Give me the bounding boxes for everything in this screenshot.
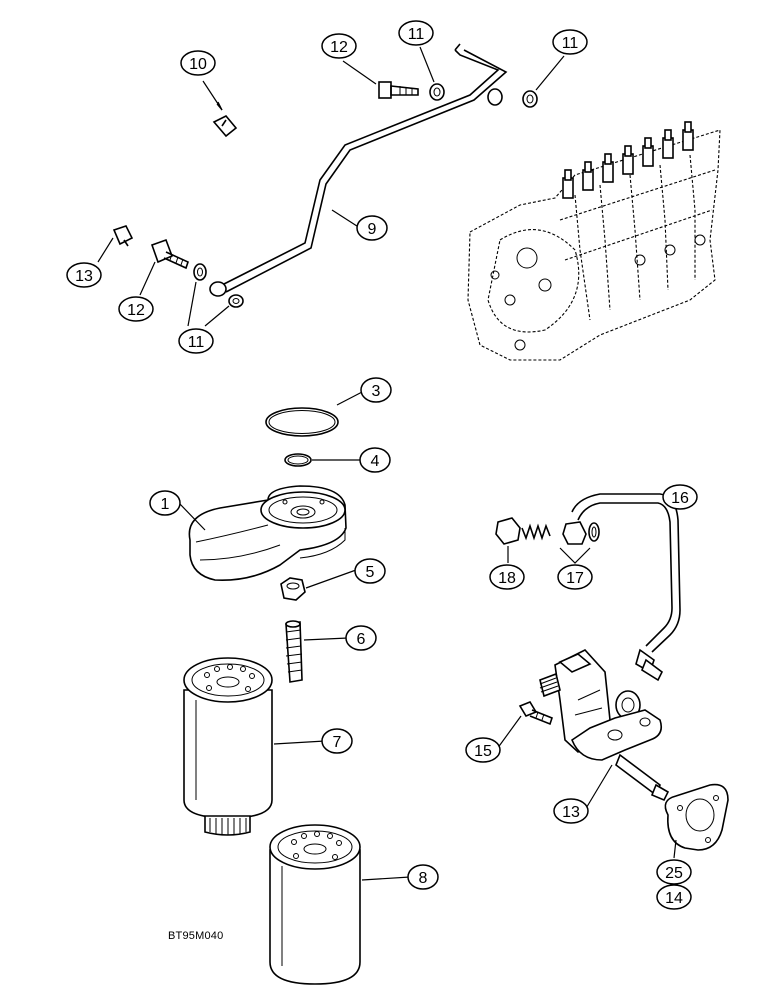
callout-25-label: 25	[665, 865, 683, 882]
callout-11-lower: 11	[178, 328, 214, 354]
callout-12-top: 12	[321, 33, 357, 59]
nut-5	[280, 577, 306, 601]
callout-10-label: 10	[189, 56, 207, 73]
o-ring-4	[284, 453, 312, 467]
callout-13-top: 13	[66, 262, 102, 288]
plug-18	[495, 517, 521, 545]
callout-13-lower-label: 13	[562, 804, 580, 821]
callout-9: 9	[356, 215, 388, 241]
callout-8-label: 8	[419, 870, 428, 887]
transfer-pump-13	[539, 649, 670, 802]
o-ring-3	[265, 407, 339, 437]
callout-12-lower: 12	[118, 296, 154, 322]
callout-11-top-right: 11	[552, 29, 588, 55]
banjo-bolt-12-lower	[150, 238, 189, 270]
washer-11-lower-lower	[228, 294, 244, 308]
callout-12-top-label: 12	[330, 39, 348, 56]
callout-18-label: 18	[498, 570, 516, 587]
callout-5-label: 5	[366, 564, 375, 581]
callout-3: 3	[360, 377, 392, 403]
callout-4-label: 4	[371, 453, 380, 470]
washer-11-top-left	[429, 83, 445, 101]
callout-9-label: 9	[368, 221, 377, 238]
callout-17: 17	[557, 564, 593, 590]
callout-18: 18	[489, 564, 525, 590]
fuel-injection-pump	[467, 121, 721, 361]
callout-10: 10	[180, 50, 216, 76]
callout-7: 7	[321, 728, 353, 754]
callout-6: 6	[345, 625, 377, 651]
valve-17	[562, 521, 600, 545]
callout-1: 1	[149, 490, 181, 516]
leader-lines	[97, 46, 681, 881]
callout-3-label: 3	[372, 383, 381, 400]
fitting-13	[112, 225, 134, 247]
callout-5: 5	[354, 558, 386, 584]
callout-8: 8	[407, 864, 439, 890]
gasket-25	[664, 783, 729, 851]
callout-14: 14	[656, 884, 692, 910]
fuel-line-9	[209, 43, 508, 297]
fuel-filter-7	[183, 657, 273, 836]
fuel-filter-8	[269, 824, 361, 985]
bolt-15	[518, 701, 553, 726]
callout-14-label: 14	[665, 890, 683, 907]
callout-16-label: 16	[671, 490, 689, 507]
callout-15: 15	[465, 737, 501, 763]
callout-11-lower-label: 11	[188, 334, 205, 351]
callout-11-top-right-label: 11	[562, 35, 579, 52]
callout-12-lower-label: 12	[127, 302, 145, 319]
banjo-bolt-12-top	[378, 81, 419, 99]
callout-4: 4	[359, 447, 391, 473]
callout-7-label: 7	[333, 734, 342, 751]
fitting-6	[285, 620, 303, 683]
callout-16: 16	[662, 484, 698, 510]
callout-25: 25	[656, 859, 692, 885]
callouts: 10 12 11 11 9 13 12 11	[66, 20, 698, 910]
fuel-line-16	[571, 493, 681, 682]
filter-head-1	[188, 485, 347, 582]
callout-1-label: 1	[161, 496, 170, 513]
callout-11-top-left-label: 11	[408, 26, 425, 43]
callout-11-top-left: 11	[398, 20, 434, 46]
callout-17-label: 17	[566, 570, 584, 587]
clip-10	[212, 115, 238, 138]
callout-6-label: 6	[357, 631, 366, 648]
callout-13-top-label: 13	[75, 268, 93, 285]
callout-13-lower: 13	[553, 798, 589, 824]
callout-15-label: 15	[474, 743, 492, 760]
spring-17	[521, 523, 551, 541]
washer-11-lower-upper	[193, 263, 207, 281]
figure-reference-code: BT95M040	[168, 930, 224, 942]
washer-11-top-right	[522, 90, 538, 108]
